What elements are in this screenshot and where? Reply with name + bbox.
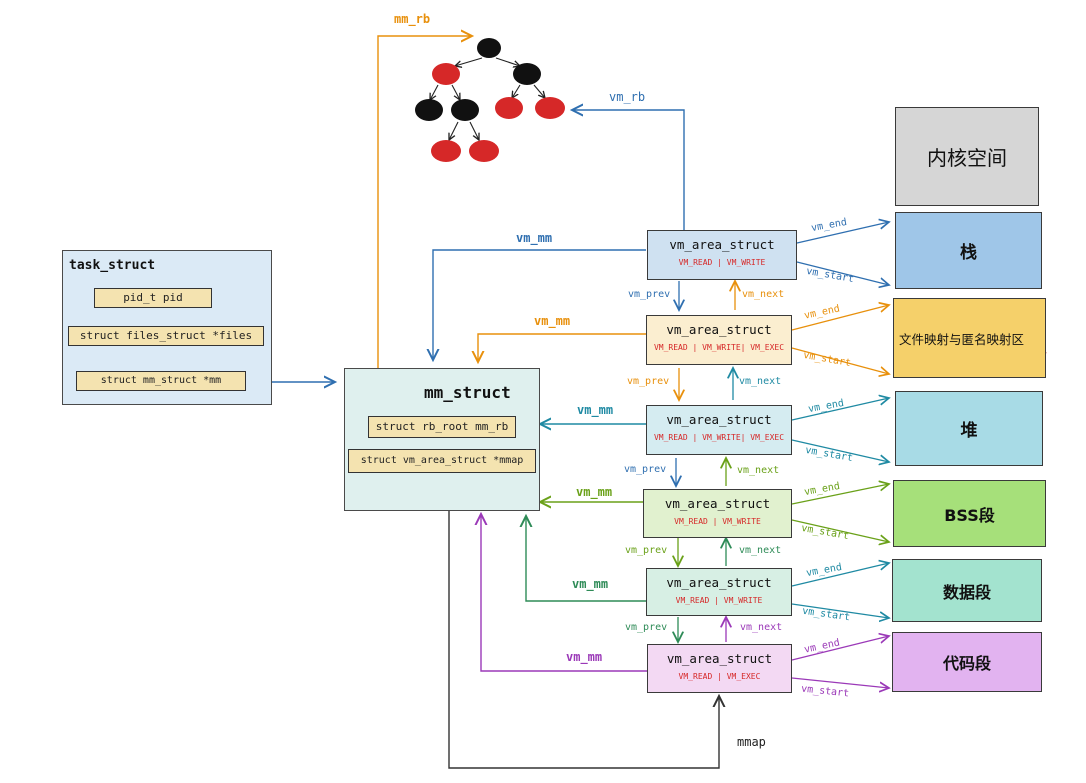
label-vm-next-2: vm_next bbox=[739, 376, 782, 387]
segment-kernel-label: 内核空间 bbox=[927, 146, 1007, 170]
vma-2-flags: VM_READ | VM_WRITE| VM_EXEC bbox=[653, 343, 785, 352]
vma-3-name: vm_area_struct bbox=[666, 412, 772, 427]
mm-struct-box: mm_struct bbox=[344, 368, 540, 511]
segment-heap: 堆 bbox=[895, 391, 1043, 466]
label-vm-mm-1: vm_mm bbox=[516, 231, 553, 245]
segment-data-label: 数据段 bbox=[942, 582, 991, 602]
segment-heap-label: 堆 bbox=[960, 421, 978, 441]
vma-1: vm_area_struct VM_READ | VM_WRITE bbox=[647, 230, 797, 280]
vma-6-name: vm_area_struct bbox=[666, 651, 773, 666]
label-mm-rb: mm_rb bbox=[394, 12, 431, 26]
segment-filemap: 文件映射与匿名映射区 bbox=[893, 298, 1046, 378]
label-vm-rb: vm_rb bbox=[609, 90, 646, 104]
label-vm-next-1: vm_next bbox=[742, 289, 785, 300]
rb-tree-nodes bbox=[415, 38, 565, 162]
vma-5-name: vm_area_struct bbox=[666, 575, 772, 590]
segment-stack-label: 栈 bbox=[960, 243, 977, 263]
vma-5: vm_area_struct VM_READ | VM_WRITE bbox=[646, 568, 792, 616]
rb-tree-edges bbox=[430, 57, 545, 140]
mm-struct-title: mm_struct bbox=[424, 383, 511, 402]
label-vm-prev-5: vm_prev bbox=[625, 622, 668, 633]
vm-mm-arrow-5 bbox=[526, 516, 646, 602]
vma-4-flags: VM_READ | VM_WRITE bbox=[674, 517, 761, 526]
mm-rb-arrow bbox=[377, 36, 472, 413]
label-vm-next-3: vm_next bbox=[737, 465, 780, 476]
label-vm-mm-6: vm_mm bbox=[566, 650, 603, 664]
segment-stack: 栈 bbox=[895, 212, 1042, 289]
vma-6-flags: VM_READ | VM_EXEC bbox=[678, 672, 761, 681]
segment-code-label: 代码段 bbox=[942, 654, 991, 673]
label-vm-next-4: vm_next bbox=[739, 545, 782, 556]
vma-5-flags: VM_READ | VM_WRITE bbox=[675, 596, 763, 605]
label-vm-prev-1: vm_prev bbox=[628, 289, 671, 300]
label-vm-mm-4: vm_mm bbox=[576, 485, 613, 499]
vma-3: vm_area_struct VM_READ | VM_WRITE| VM_EX… bbox=[646, 405, 792, 455]
label-vm-mm-3: vm_mm bbox=[577, 403, 614, 417]
mmap-field: struct vm_area_struct *mmap bbox=[348, 449, 536, 473]
vma-4-name: vm_area_struct bbox=[664, 496, 771, 511]
vma-1-flags: VM_READ | VM_WRITE bbox=[678, 258, 766, 267]
label-vm-prev-3: vm_prev bbox=[624, 464, 667, 475]
label-vm-next-5: vm_next bbox=[740, 622, 783, 633]
segment-data: 数据段 bbox=[892, 559, 1042, 622]
label-vm-mm-2: vm_mm bbox=[534, 314, 571, 328]
vma-3-flags: VM_READ | VM_WRITE| VM_EXEC bbox=[653, 433, 785, 442]
files-field: struct files_struct *files bbox=[68, 326, 264, 346]
vm-rb-arrow bbox=[572, 110, 685, 230]
segment-kernel: 内核空间 bbox=[895, 107, 1039, 206]
label-vm-mm-5: vm_mm bbox=[572, 577, 609, 591]
vma-6: vm_area_struct VM_READ | VM_EXEC bbox=[647, 644, 792, 693]
segment-code: 代码段 bbox=[892, 632, 1042, 692]
segment-bss: BSS段 bbox=[893, 480, 1046, 547]
vma-2: vm_area_struct VM_READ | VM_WRITE| VM_EX… bbox=[646, 315, 792, 365]
vma-2-name: vm_area_struct bbox=[666, 322, 772, 337]
vm-mm-arrow-2 bbox=[478, 333, 646, 362]
vm-mm-arrow-6 bbox=[481, 514, 647, 672]
vm-mm-arrow-1 bbox=[433, 249, 646, 360]
segment-filemap-label: 文件映射与匿名映射区 bbox=[899, 331, 1025, 347]
label-vm-prev-2: vm_prev bbox=[627, 376, 670, 387]
segment-bss-label: BSS段 bbox=[944, 505, 995, 525]
vma-4: vm_area_struct VM_READ | VM_WRITE bbox=[643, 489, 792, 538]
label-mmap: mmap bbox=[737, 735, 766, 749]
label-vm-prev-4: vm_prev bbox=[625, 545, 668, 556]
mmap-arrow bbox=[448, 475, 719, 769]
mm-field: struct mm_struct *mm bbox=[76, 371, 246, 391]
vma-1-name: vm_area_struct bbox=[669, 237, 775, 252]
task-struct-title: task_struct bbox=[69, 258, 156, 273]
mm-rb-field: struct rb_root mm_rb bbox=[368, 416, 516, 438]
pid-field: pid_t pid bbox=[94, 288, 212, 308]
